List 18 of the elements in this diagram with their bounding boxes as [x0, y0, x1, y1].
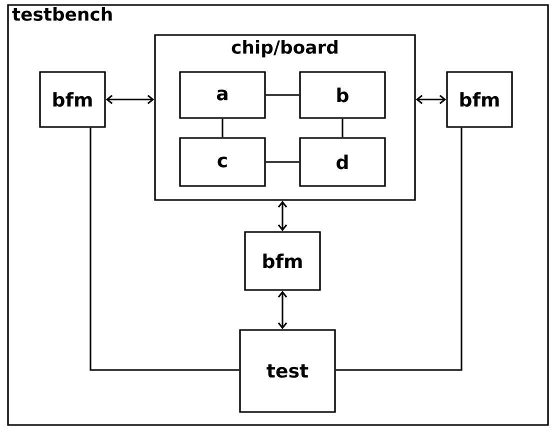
block-box: test: [239, 329, 336, 413]
connector: [416, 94, 446, 104]
connector: [336, 128, 462, 371]
connector: [222, 118, 224, 138]
connector: [106, 94, 154, 104]
connector: [278, 290, 288, 330]
connector: [266, 94, 300, 96]
connector: [90, 128, 240, 371]
block-box: d: [299, 137, 386, 187]
connector: [342, 118, 344, 138]
block-box: b: [299, 71, 386, 119]
connector: [278, 200, 288, 232]
block-box: bfm: [446, 71, 513, 128]
connector: [266, 161, 300, 163]
block-box: a: [179, 71, 266, 119]
block-box: bfm: [244, 231, 321, 291]
block-box: bfm: [39, 71, 106, 128]
block-box: c: [179, 137, 266, 187]
